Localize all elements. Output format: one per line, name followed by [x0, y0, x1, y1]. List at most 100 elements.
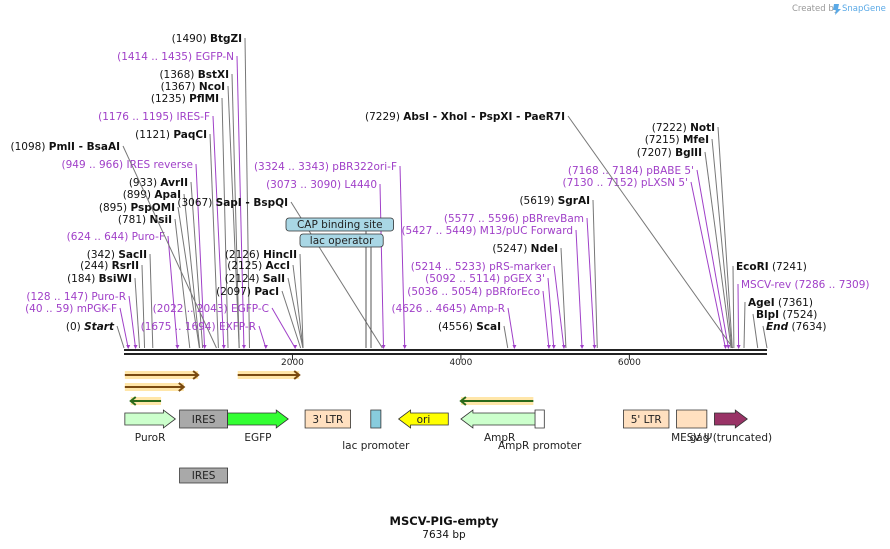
- label-extra: - XhoI - PspXI - PaeR7I: [429, 111, 565, 123]
- label-position: (1675 .. 1694): [141, 321, 216, 333]
- leader-line: [236, 55, 245, 349]
- label-name: AbsI: [403, 111, 429, 123]
- label-sapi: (3067) SapI - BspQI: [177, 197, 383, 349]
- feature-label: MESV Ψ: [671, 432, 712, 444]
- label-text: (7222) NotI: [652, 122, 715, 134]
- feature-label: EGFP: [244, 432, 271, 444]
- primer-icon: [723, 345, 728, 349]
- label-position: (5427 .. 5449): [401, 225, 476, 237]
- label-name: L4440: [344, 179, 377, 191]
- leader-line: [553, 265, 565, 349]
- leader-line: [732, 265, 735, 349]
- label-bsiwi: (184) BsiWI: [67, 273, 140, 349]
- label-name: ApaI: [154, 189, 181, 201]
- label-text: (2125) AccI: [227, 260, 290, 272]
- label-amp-r: (4626 .. 4645) Amp-R: [391, 303, 517, 349]
- label-pflmi: (1235) PflMI: [151, 93, 229, 349]
- label-position: (7168 .. 7184): [568, 165, 643, 177]
- label-position: (7241): [772, 261, 807, 273]
- snapgene-brand: SnapGene: [842, 4, 886, 14]
- feature-label: lac promoter: [342, 440, 410, 452]
- primer-icon: [592, 345, 597, 349]
- leader-line: [503, 325, 509, 349]
- label-name: Puro-F: [132, 231, 165, 243]
- boxed-label-lac-operator: lac operator: [299, 233, 384, 348]
- label-pbr322ori-f: (3324 .. 3343) pBR322ori-F: [254, 161, 407, 349]
- leader-line: [271, 307, 296, 349]
- ruler-label: 4000: [449, 358, 472, 368]
- label-name: pRS-marker: [489, 261, 552, 273]
- label-ires-reverse: (949 .. 966) IRES reverse: [62, 159, 207, 349]
- label-name: PaqCI: [173, 129, 207, 141]
- label-name: NsiI: [149, 214, 172, 226]
- leader-line: [134, 277, 140, 349]
- label-text: (0) Start: [66, 321, 115, 333]
- label-name: pBR322ori-F: [332, 161, 397, 173]
- label-name: M13/pUC Forward: [480, 225, 573, 237]
- label-name: EGFP-C: [231, 303, 269, 315]
- label-name: MfeI: [683, 134, 709, 146]
- leader-line: [149, 253, 154, 349]
- label-sgrai: (5619) SgrAI: [519, 195, 598, 349]
- leader-line: [737, 283, 740, 349]
- label-position: (40 .. 59): [25, 303, 73, 315]
- label-text: (2022 .. 2043) EGFP-C: [153, 303, 269, 315]
- label-position: (4626 .. 4645): [391, 303, 466, 315]
- label-end: End (7634): [762, 321, 826, 349]
- label-name: PacI: [254, 286, 279, 298]
- label-name: BlpI: [756, 309, 779, 321]
- orf-arrow: [124, 382, 186, 392]
- feature-inner-text: IRES: [192, 414, 216, 426]
- label-position: (3067): [177, 197, 212, 209]
- label-text: (1490) BtgZI: [172, 33, 242, 45]
- label-position: (2126): [225, 249, 260, 261]
- label-prs-marker: (5214 .. 5233) pRS-marker: [411, 261, 566, 349]
- label-name: HincII: [263, 249, 297, 261]
- leader-line: [231, 73, 240, 349]
- label-sacii: (342) SacII: [87, 249, 154, 349]
- leader-line: [212, 115, 225, 349]
- label-text: (7130 .. 7152) pLXSN 5': [563, 177, 688, 189]
- label-position: (7229): [365, 111, 400, 123]
- primer-icon: [263, 345, 268, 349]
- label-agei: AgeI (7361): [743, 297, 813, 349]
- label-position: (7130 .. 7152): [563, 177, 638, 189]
- label-name: ScaI: [476, 321, 501, 333]
- label-m13-puc-forward: (5427 .. 5449) M13/pUC Forward: [401, 225, 585, 349]
- leader-line: [183, 193, 201, 349]
- label-avrii: (933) AvrII: [129, 177, 204, 349]
- label-position: (933): [129, 177, 157, 189]
- feature-egfp: EGFP: [227, 409, 289, 444]
- feature-gag: gag (truncated): [690, 409, 772, 444]
- label-text: (3067) SapI - BspQI: [177, 197, 288, 209]
- label-position: (3073 .. 3090): [266, 179, 341, 191]
- label-ires-f: (1176 .. 1195) IRES-F: [98, 111, 226, 349]
- label-name: EcoRI: [736, 261, 769, 273]
- feature-label: AmpR promoter: [498, 440, 582, 452]
- boxed-label-cap-binding-site: CAP binding site: [285, 217, 394, 348]
- label-position: (1235): [151, 93, 186, 105]
- label-position: (5214 .. 5233): [411, 261, 486, 273]
- boxed-label-box: [285, 217, 394, 232]
- label-blpi: BlpI (7524): [752, 309, 817, 349]
- label-sali: (2124) SalI: [225, 273, 304, 349]
- label-name: End: [766, 321, 789, 333]
- label-pspomi: (895) PspOMI: [99, 202, 200, 349]
- label-position: (5092 .. 5114): [425, 273, 500, 285]
- leader-line: [209, 133, 219, 349]
- leader-line: [567, 115, 734, 349]
- leader-line: [177, 206, 200, 349]
- feature-shape: [370, 409, 382, 429]
- label-position: (624 .. 644): [67, 231, 129, 243]
- label-text: (40 .. 59) mPGK-F: [25, 303, 117, 315]
- leader-line: [762, 325, 768, 349]
- label-position: (899): [123, 189, 151, 201]
- label-puro-r: (128 .. 147) Puro-R: [26, 291, 138, 349]
- primer-icon: [175, 345, 180, 349]
- label-text: (5092 .. 5114) pGEX 3': [425, 273, 545, 285]
- feature-shape: [676, 409, 708, 429]
- leader-line: [560, 247, 567, 349]
- label-text: (2097) PacI: [216, 286, 279, 298]
